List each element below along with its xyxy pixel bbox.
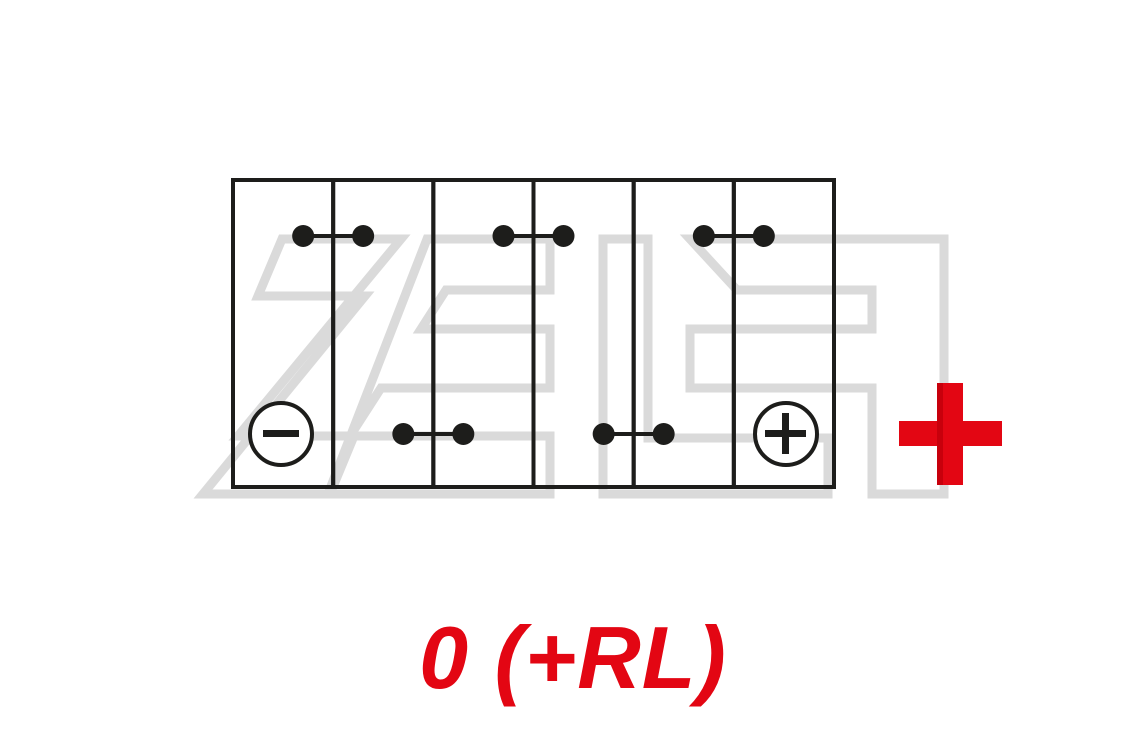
cell-connectors: [292, 225, 775, 445]
watermark-letter-l: [598, 234, 833, 499]
bottom-connector-1: [392, 423, 475, 445]
top-connector-2: [492, 225, 575, 247]
plus-icon: [899, 383, 1002, 485]
bottom-connector-2: [592, 423, 675, 445]
battery-cell-6: [731, 178, 836, 489]
negative-terminal-icon: [248, 401, 314, 467]
top-connector-1: [292, 225, 375, 247]
top-connector-3: [692, 225, 775, 247]
watermark-letter-n: [679, 234, 949, 499]
battery-cells: [231, 178, 836, 489]
watermark-letter-e: [321, 234, 555, 499]
positive-terminal-icon: [753, 401, 819, 467]
layout-code-label: 0 (+RL): [419, 608, 727, 707]
